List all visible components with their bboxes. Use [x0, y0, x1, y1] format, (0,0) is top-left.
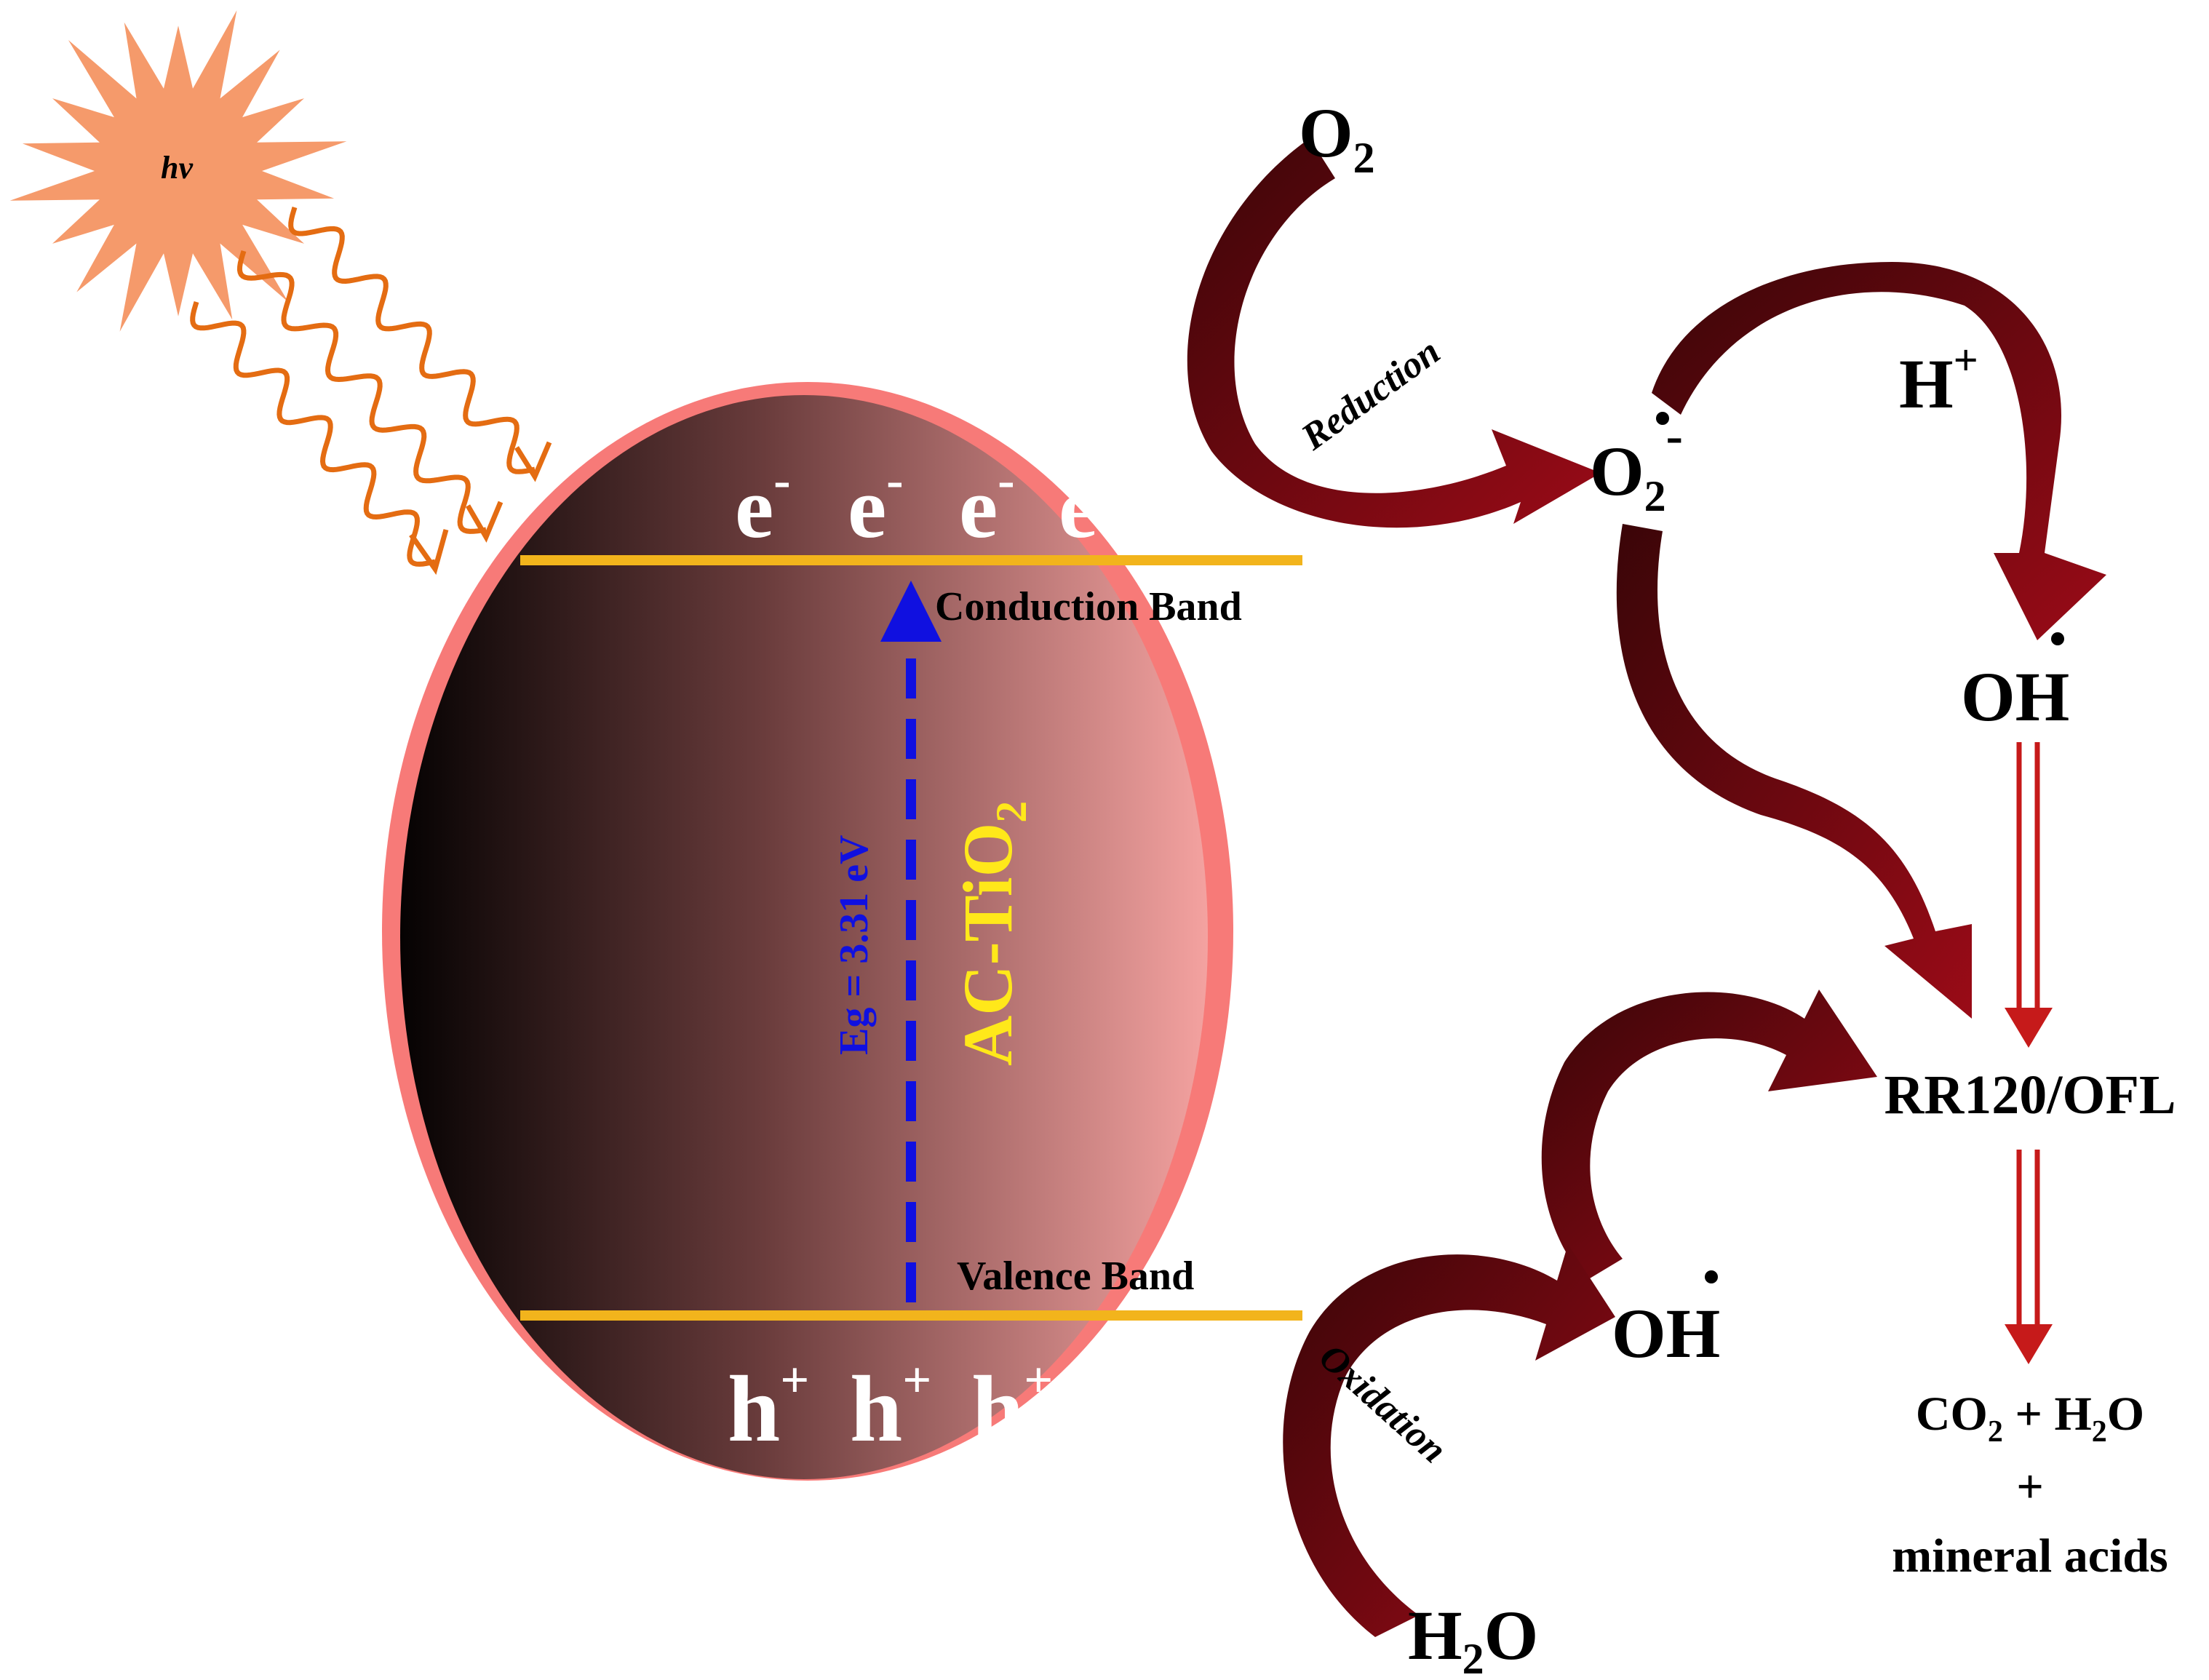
electron: e- [735, 453, 791, 556]
valence-band-label: Valence Band [957, 1254, 1194, 1299]
conduction-band-label: Conduction Band [935, 584, 1242, 629]
reduction-arrow [1187, 138, 1601, 528]
hole: h+ [850, 1353, 931, 1462]
electron: e- [959, 453, 1015, 556]
reduction-label: Reduction [1294, 331, 1448, 459]
light-wave-arrow [190, 300, 436, 567]
oxidation-arrow [1283, 1244, 1615, 1637]
oh-radical-label-top: OH [1961, 632, 2069, 736]
o2-label: O2 [1299, 94, 1375, 182]
reaction-arrows [1187, 138, 2106, 1637]
hole: h+ [971, 1353, 1053, 1462]
radical-dot [2051, 632, 2064, 645]
light-wave-arrowhead [409, 529, 449, 576]
electrons: e- e- e- e- [735, 453, 1115, 556]
h-plus-arrow [1652, 262, 2106, 640]
h-plus-label: H+ [1899, 336, 1978, 423]
oh-radical-label-bottom: OH [1612, 1270, 1720, 1372]
products-line1: CO2 + H2O [1916, 1388, 2144, 1449]
hole: h+ [1084, 1353, 1166, 1462]
superoxide-attack-arrow [1616, 524, 1972, 1019]
radical-dot [1656, 412, 1669, 425]
degradation-arrows [2005, 742, 2053, 1364]
sun-label: hv [161, 150, 193, 186]
radical-dot [1705, 1270, 1718, 1283]
holes: h+ h+ h+ h+ [728, 1353, 1166, 1462]
hole: h+ [728, 1353, 809, 1462]
pollutant-label: RR120/OFL [1884, 1064, 2176, 1126]
particle-body [400, 395, 1208, 1479]
svg-text:O2-: O2- [1590, 408, 1683, 520]
electron: e- [848, 453, 904, 556]
light-wave-arrowhead [514, 441, 552, 482]
svg-text:OH: OH [1961, 658, 2069, 736]
light-wave-arrowhead [465, 501, 504, 543]
h2o-label: H2O [1408, 1596, 1538, 1680]
light-wave-arrows [190, 206, 552, 576]
products-plus: + [2016, 1460, 2044, 1513]
final-products: CO2 + H2O + mineral acids [1892, 1388, 2168, 1583]
tio2-particle [382, 382, 1233, 1481]
material-label: AC-TiO2 [949, 801, 1035, 1066]
bandgap-label: Eg = 3.31 eV [832, 835, 877, 1055]
electron: e- [1059, 453, 1115, 556]
light-wave-arrow [236, 250, 487, 534]
svg-text:OH: OH [1612, 1294, 1720, 1372]
light-wave-arrow [288, 206, 536, 474]
products-line3: mineral acids [1892, 1529, 2168, 1583]
sun-icon: hv [9, 10, 347, 332]
hydroxyl-attack-arrow [1541, 990, 1877, 1281]
superoxide-radical-label: O2- [1590, 408, 1683, 520]
